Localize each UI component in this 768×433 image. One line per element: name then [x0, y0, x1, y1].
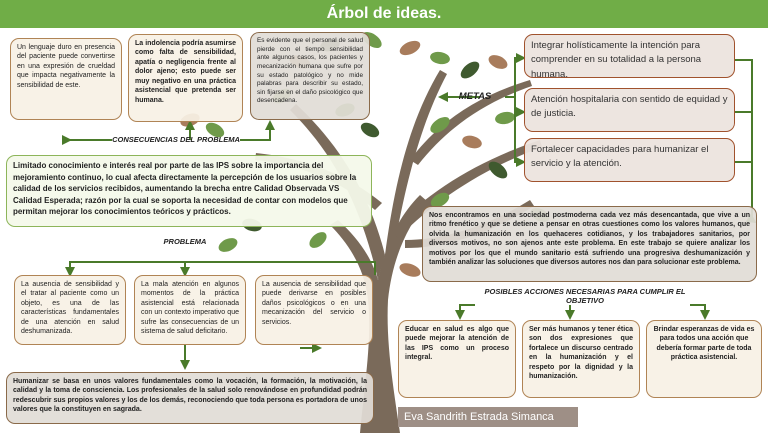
cause-box-1: La ausencia de sensibilidad y el tratar … [14, 275, 126, 345]
action-box-1: Educar en salud es algo que puede mejora… [398, 320, 516, 398]
consequences-label: CONSECUENCIAS DEL PROBLEMA [112, 135, 240, 144]
context-box: Nos encontramos en una sociedad postmode… [422, 206, 757, 282]
cause-box-3: La ausencia de sensibilidad que puede de… [255, 275, 373, 345]
goal-box-2: Atención hospitalaria con sentido de equ… [524, 88, 735, 132]
goal-box-3: Fortalecer capacidades para humanizar el… [524, 138, 735, 182]
root-box: Humanizar se basa en unos valores fundam… [6, 372, 374, 424]
problem-label: PROBLEMA [163, 237, 207, 246]
cause-box-2: La mala atención en algunos momentos de … [134, 275, 246, 345]
problem-box: Limitado conocimiento e interés real por… [6, 155, 372, 227]
consequence-box-3: Es evidente que el personal de salud pie… [250, 32, 370, 120]
actions-label: POSIBLES ACCIONES NECESARIAS PARA CUMPLI… [484, 287, 686, 305]
author-credit: Eva Sandrith Estrada Simanca [398, 407, 578, 427]
goals-label: METAS [458, 91, 492, 102]
goal-box-1: Integrar holísticamente la intención par… [524, 34, 735, 78]
action-box-3: Brindar esperanzas de vida es para todos… [646, 320, 762, 398]
consequence-box-1: Un lenguaje duro en presencia del pacien… [10, 38, 122, 120]
consequence-box-2: La indolencia podría asumirse como falta… [128, 34, 243, 122]
action-box-2: Ser más humanos y tener ética son dos ex… [522, 320, 640, 398]
page-title: Árbol de ideas. [0, 0, 768, 28]
